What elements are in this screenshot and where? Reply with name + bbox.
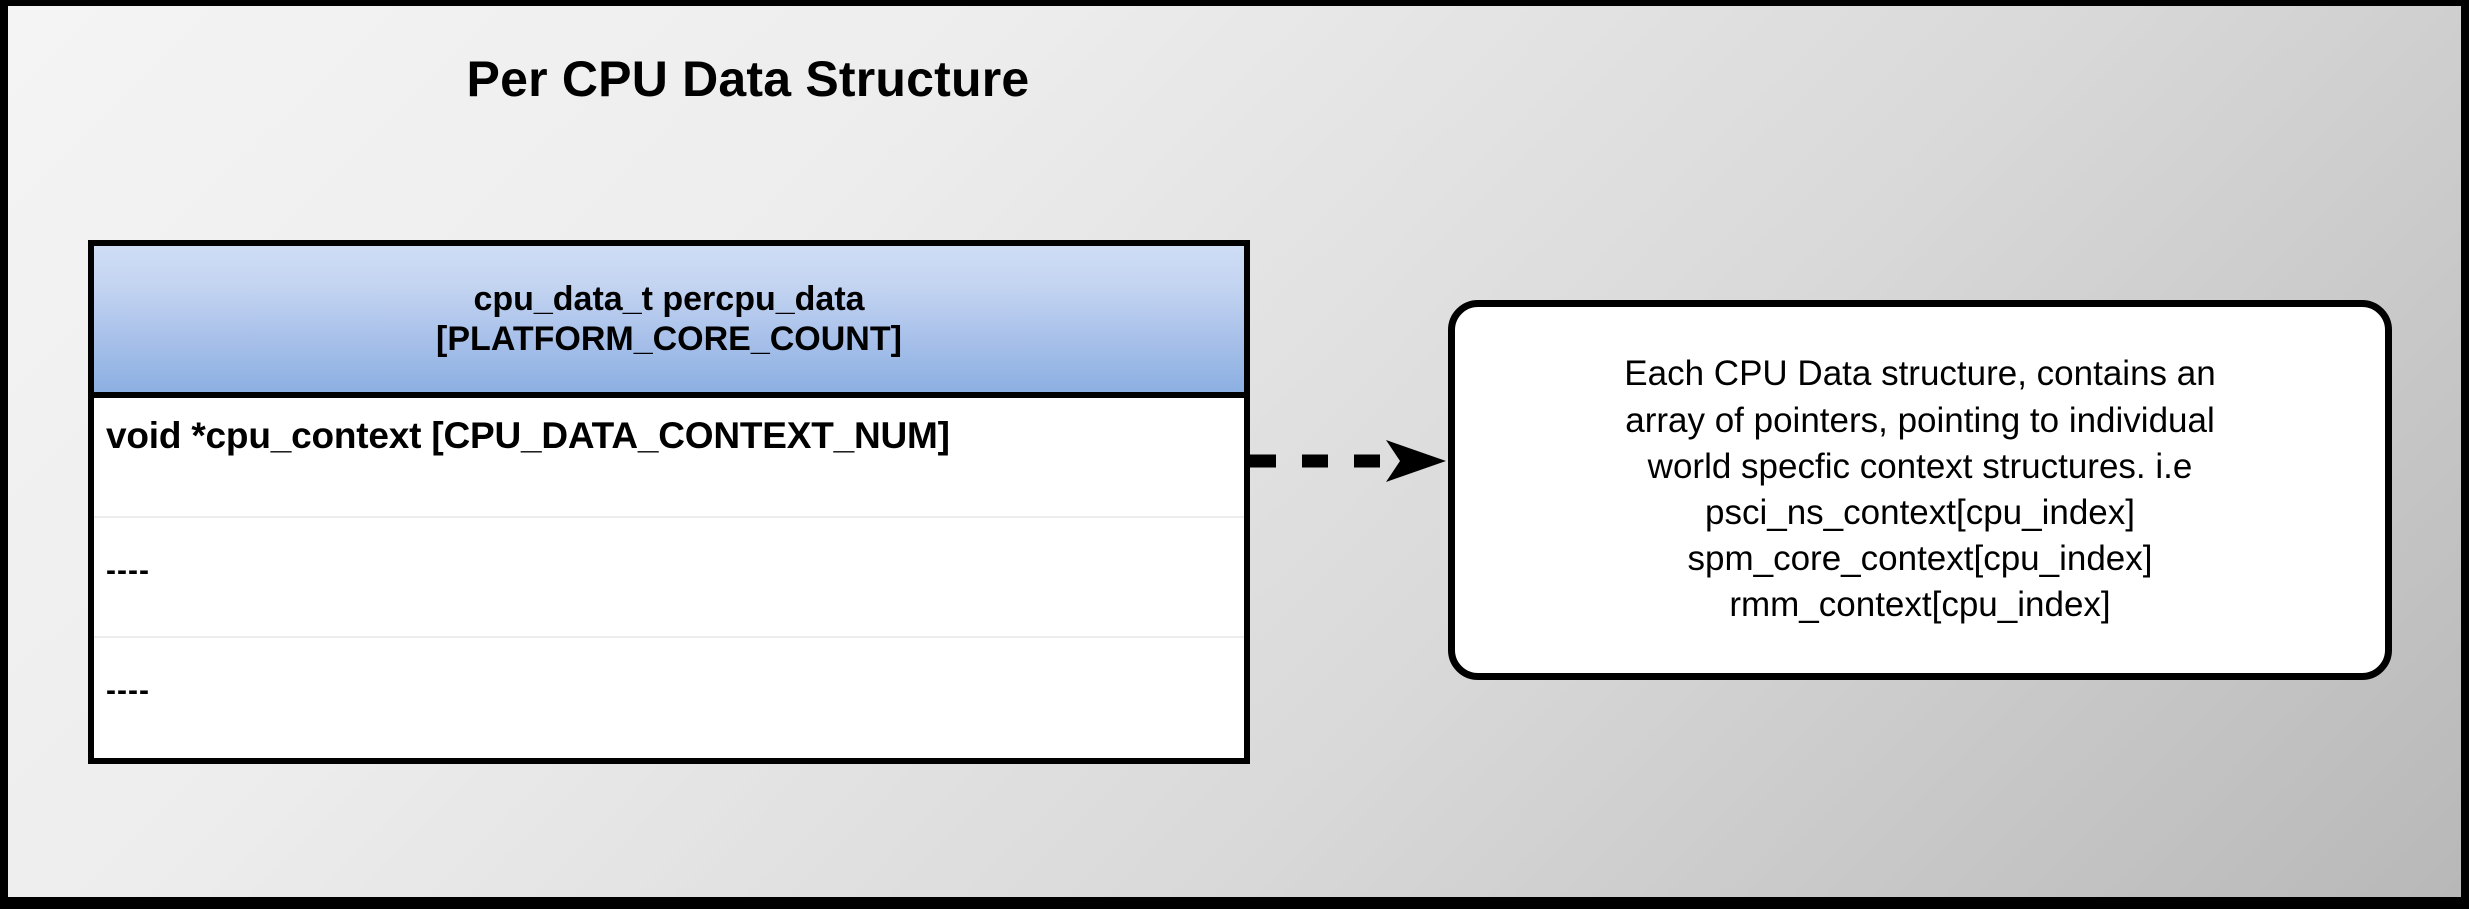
struct-header-line-1: cpu_data_t percpu_data <box>473 279 865 318</box>
struct-header-line-2: [PLATFORM_CORE_COUNT] <box>436 320 902 358</box>
table-row: ---- <box>94 518 1244 638</box>
callout-note-box: Each CPU Data structure, contains an arr… <box>1448 300 2392 680</box>
diagram-background-panel: Per CPU Data Structure cpu_data_t percpu… <box>8 6 2461 897</box>
struct-field-cpu-context: void *cpu_context [CPU_DATA_CONTEXT_NUM] <box>106 415 950 456</box>
struct-field-placeholder-1: ---- <box>106 554 150 587</box>
callout-note-text: Each CPU Data structure, contains an arr… <box>1624 354 2216 625</box>
arrowhead-icon <box>1386 440 1446 482</box>
struct-table-header: cpu_data_t percpu_data [PLATFORM_CORE_CO… <box>94 246 1244 398</box>
percpu-data-struct-table: cpu_data_t percpu_data [PLATFORM_CORE_CO… <box>88 240 1250 764</box>
struct-field-placeholder-2: ---- <box>106 674 150 707</box>
dashed-arrow-connector <box>1250 440 1446 482</box>
table-row: void *cpu_context [CPU_DATA_CONTEXT_NUM] <box>94 398 1244 518</box>
table-row: ---- <box>94 638 1244 758</box>
page-title: Per CPU Data Structure <box>466 51 1030 107</box>
